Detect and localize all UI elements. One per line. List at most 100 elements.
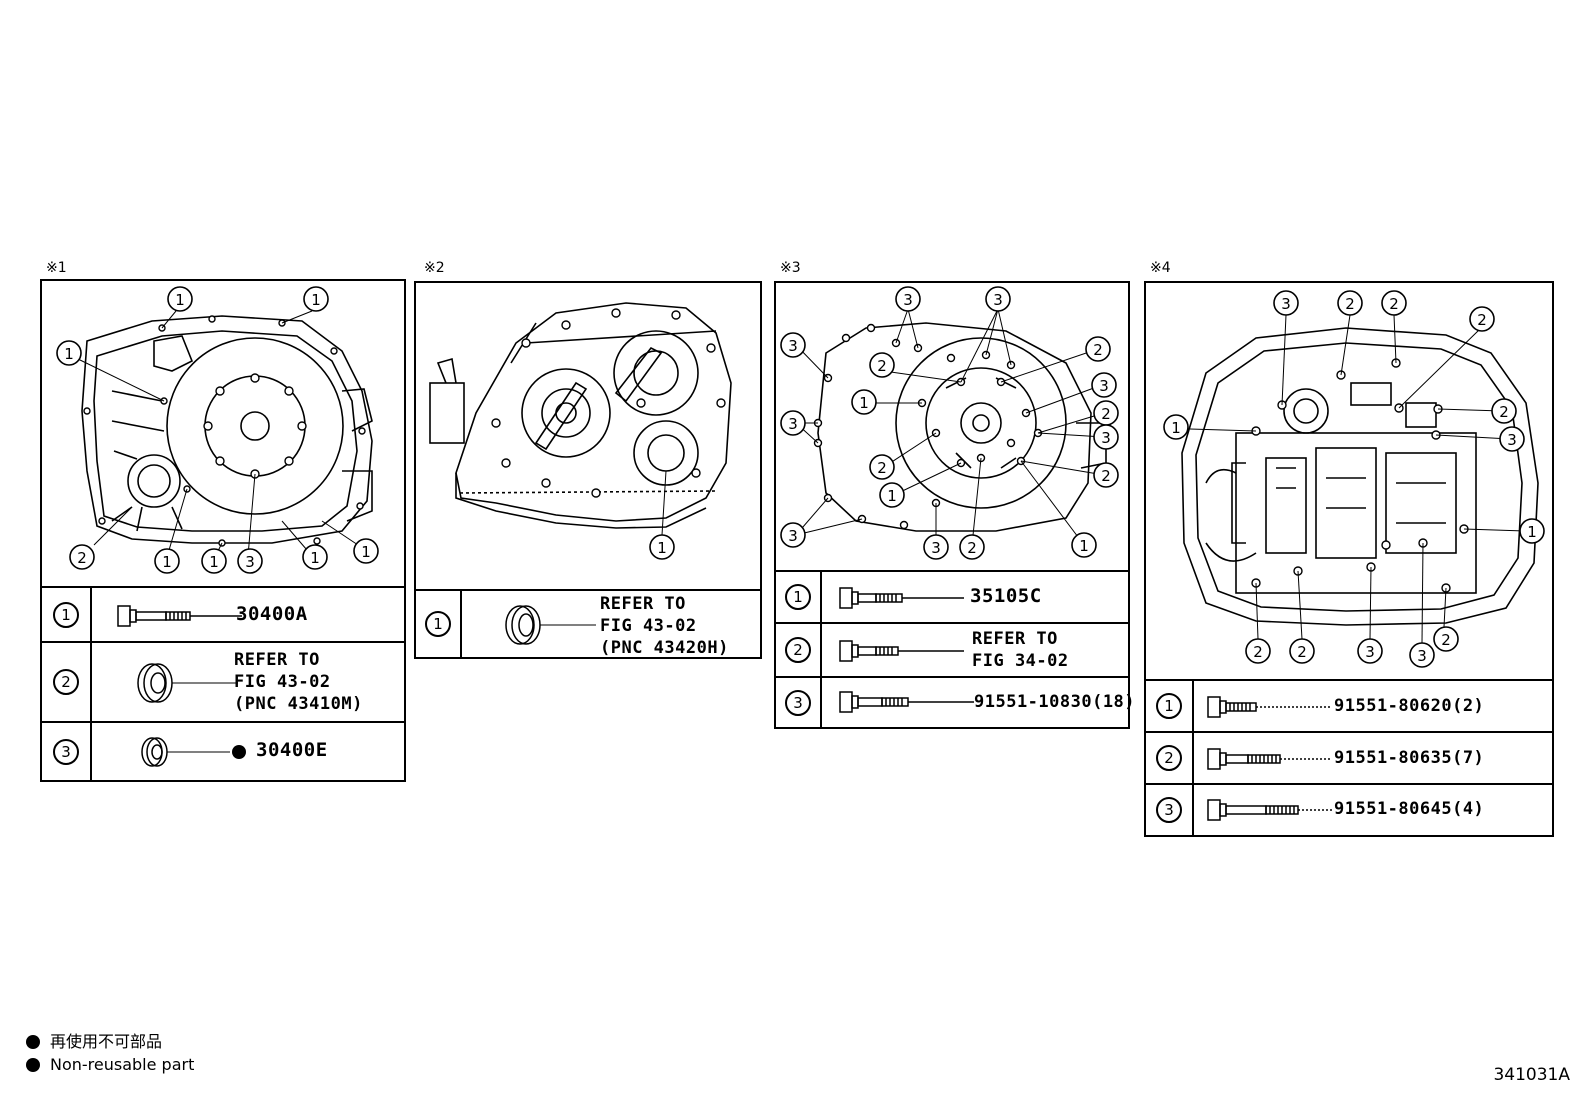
svg-text:3: 3 <box>788 415 798 433</box>
svg-text:3: 3 <box>993 291 1003 309</box>
panel-3-part-row-2: 2 REFER TO FIG 34-02 <box>776 624 1128 678</box>
part-number-circle: 2 <box>1156 745 1182 771</box>
non-reusable-dot-icon <box>26 1058 40 1072</box>
svg-text:3: 3 <box>1417 647 1427 665</box>
panel-2-frame: 1 1 REFER TO FIG 43-02 (PNC 43420H) <box>414 281 762 659</box>
part-number-circle: 1 <box>1156 693 1182 719</box>
panel-1-part-row-2: 2 REFER TO FIG 43-02 (PNC 43410M) <box>42 643 404 723</box>
svg-text:2: 2 <box>1093 341 1103 359</box>
panel-3-mark: ※3 <box>780 260 801 276</box>
flange-bolt-icon <box>839 691 974 713</box>
part-number-circle: 1 <box>53 601 79 628</box>
svg-text:1: 1 <box>859 394 869 412</box>
flange-bolt-icon <box>117 605 242 627</box>
flange-bolt-icon <box>839 587 964 609</box>
transaxle-front-view: 1 1 1 2 1 1 3 1 1 <box>56 286 379 574</box>
svg-text:3: 3 <box>1507 431 1517 449</box>
part-number-circle: 1 <box>425 611 451 637</box>
panel-3-part-row-3: 3 91551-10830(18) <box>776 678 1135 727</box>
svg-text:1: 1 <box>310 549 320 567</box>
panel-1-part-row-3: 3 30400E <box>42 723 404 780</box>
flange-bolt-icon <box>1207 748 1332 770</box>
svg-text:1: 1 <box>175 291 185 309</box>
panel-4-part-row-3: 3 91551-80645(4) <box>1146 785 1552 835</box>
panel-4-frame: 3 2 2 2 2 3 1 1 2 2 3 3 2 1 <box>1144 281 1554 837</box>
valve-body-view: 3 2 2 2 2 3 1 1 2 2 3 3 2 <box>1163 290 1545 668</box>
svg-text:1: 1 <box>1527 523 1537 541</box>
svg-text:3: 3 <box>1099 377 1109 395</box>
panel-2-part-row-1: 1 REFER TO FIG 43-02 (PNC 43420H) <box>416 591 760 658</box>
panel-3-frame: 3 3 3 3 3 2 1 2 1 3 2 1 2 3 2 3 2 <box>774 281 1135 729</box>
part-number-circle: 2 <box>785 637 811 663</box>
part-number-circle: 2 <box>53 669 79 695</box>
svg-text:2: 2 <box>877 459 887 477</box>
panel-2-illustration: 1 <box>416 283 760 591</box>
panel-3-part-1-label: 35105C <box>970 585 1042 607</box>
transaxle-side-view: 1 <box>429 302 732 560</box>
panel-4-part-num-cell: 3 <box>1146 785 1194 835</box>
svg-text:1: 1 <box>887 487 897 505</box>
svg-text:2: 2 <box>1297 643 1307 661</box>
svg-text:2: 2 <box>1101 467 1111 485</box>
panel-4-mark: ※4 <box>1150 260 1171 276</box>
panel-3-part-num-cell: 1 <box>776 572 822 622</box>
panel-3-part-2-label: REFER TO FIG 34-02 <box>972 629 1069 671</box>
panel-2-part-1-label: REFER TO FIG 43-02 (PNC 43420H) <box>600 594 729 658</box>
panel-1-frame: 1 1 1 2 1 1 3 1 1 1 <box>40 279 406 782</box>
svg-text:2: 2 <box>1477 311 1487 329</box>
svg-text:3: 3 <box>903 291 913 309</box>
svg-text:2: 2 <box>1101 405 1111 423</box>
panel-3-part-3-label: 91551-10830(18) <box>974 692 1136 712</box>
svg-text:2: 2 <box>1345 295 1355 313</box>
panel-4-part-row-1: 1 91551-80620(2) <box>1146 681 1552 733</box>
svg-text:3: 3 <box>788 527 798 545</box>
svg-text:2: 2 <box>1441 631 1451 649</box>
non-reusable-dot-icon <box>26 1035 40 1049</box>
panel-1-mark: ※1 <box>46 260 67 276</box>
part-number-circle: 3 <box>785 689 811 716</box>
panel-4-illustration: 3 2 2 2 2 3 1 1 2 2 3 3 2 <box>1146 283 1552 681</box>
legend-japanese-text: 再使用不可部品 <box>50 1032 163 1051</box>
panel-1-part-1-label: 30400A <box>236 603 308 625</box>
panel-3-illustration: 3 3 3 3 3 2 1 2 1 3 2 1 2 3 2 3 2 <box>776 283 1128 572</box>
panel-1-illustration: 1 1 1 2 1 1 3 1 1 <box>42 281 404 588</box>
transaxle-case-view: 3 3 3 3 3 2 1 2 1 3 2 1 2 3 2 3 2 <box>780 286 1119 560</box>
legend-japanese: 再使用不可部品 <box>26 1028 162 1052</box>
panel-1-part-row-1: 1 30400A <box>42 588 404 643</box>
panel-3-part-num-cell: 2 <box>776 624 822 676</box>
panel-1-part-2-label: REFER TO FIG 43-02 (PNC 43410M) <box>234 650 363 714</box>
panel-4-part-num-cell: 2 <box>1146 733 1194 783</box>
svg-text:3: 3 <box>931 539 941 557</box>
part-number-circle: 1 <box>785 584 811 610</box>
legend-english: Non-reusable part <box>26 1055 194 1074</box>
legend-english-text: Non-reusable part <box>50 1055 195 1074</box>
oil-seal-icon <box>505 605 596 645</box>
svg-text:2: 2 <box>1499 403 1509 421</box>
svg-text:1: 1 <box>1079 537 1089 555</box>
panel-3-part-num-cell: 3 <box>776 678 822 727</box>
svg-text:2: 2 <box>967 539 977 557</box>
svg-text:3: 3 <box>788 337 798 355</box>
panel-3-part-row-1: 1 35105C <box>776 572 1128 624</box>
svg-text:1: 1 <box>361 543 371 561</box>
svg-text:3: 3 <box>245 553 255 571</box>
panel-2-mark: ※2 <box>424 260 445 276</box>
svg-text:1: 1 <box>64 345 74 363</box>
panel-4-part-2-label: 91551-80635(7) <box>1334 748 1485 768</box>
figure-number: 341031A <box>1493 1065 1570 1085</box>
svg-text:2: 2 <box>1253 643 1263 661</box>
flange-bolt-icon <box>839 640 964 662</box>
panel-1-part-num-cell: 1 <box>42 588 92 641</box>
oil-seal-small-icon <box>141 737 246 767</box>
svg-text:2: 2 <box>77 549 87 567</box>
panel-1-part-num-cell: 3 <box>42 723 92 780</box>
svg-text:1: 1 <box>657 539 667 557</box>
panel-4-part-1-label: 91551-80620(2) <box>1334 696 1485 716</box>
svg-text:1: 1 <box>311 291 321 309</box>
flange-bolt-icon <box>1207 696 1332 718</box>
panel-4-part-num-cell: 1 <box>1146 681 1194 731</box>
svg-text:3: 3 <box>1281 295 1291 313</box>
svg-text:1: 1 <box>209 553 219 571</box>
panel-1-part-3-label: 30400E <box>256 739 328 761</box>
svg-text:2: 2 <box>877 357 887 375</box>
